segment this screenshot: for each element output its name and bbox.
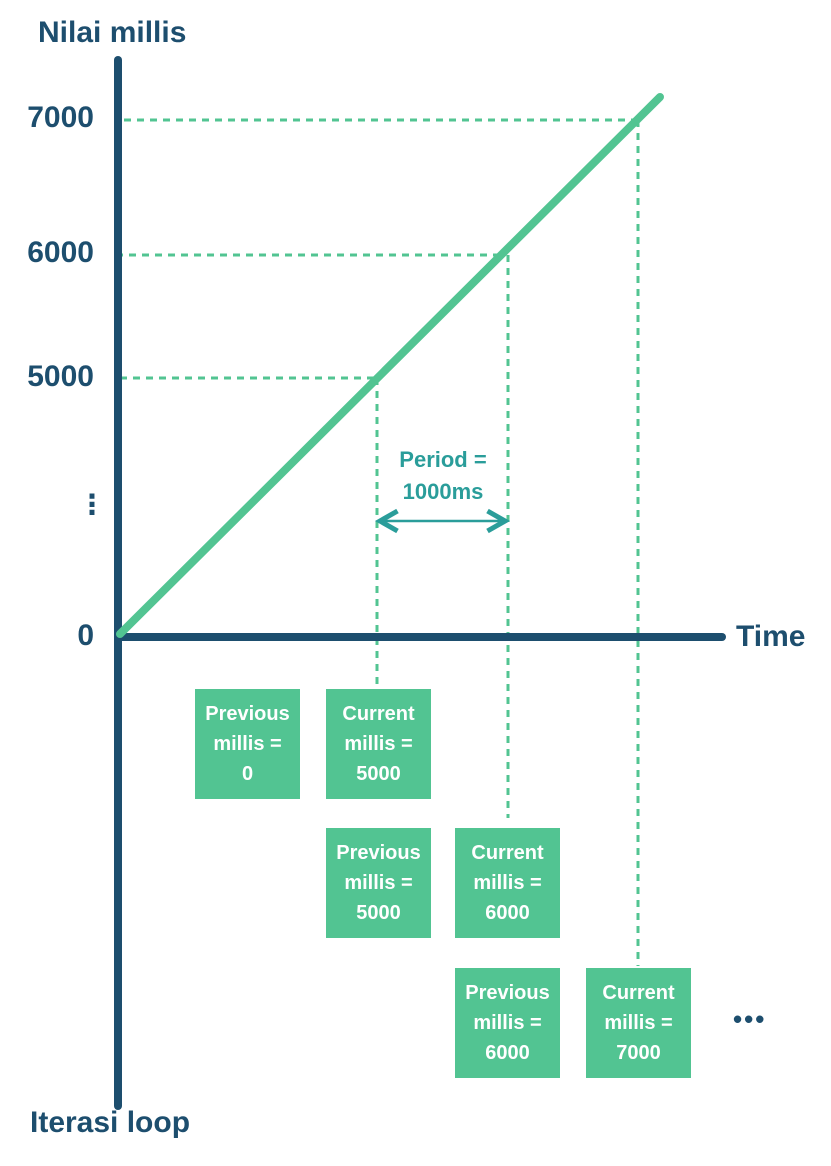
box-value: 6000 [485,1042,530,1064]
y-axis-title: Nilai millis [38,16,187,49]
box-value: 6000 [485,902,530,924]
box-line: millis = [344,733,413,755]
y-tick-7000: 7000 [27,101,94,134]
box-line: millis = [604,1012,673,1034]
box-line: Previous [205,703,290,725]
y-tick-6000: 6000 [27,236,94,269]
box-line: Current [471,842,544,864]
box-value: 0 [241,763,254,785]
continuation-ellipsis: ••• [733,1004,767,1034]
period-line2: 1000ms [402,479,484,504]
box-value: 5000 [356,902,401,924]
box-previous-6000: Previous millis = 6000 [455,968,560,1078]
box-previous-0: Previous millis = 0 [195,689,300,799]
box-line: Previous [336,842,421,864]
box-previous-5000: Previous millis = 5000 [326,828,431,938]
box-current-7000: Current millis = 7000 [586,968,691,1078]
bottom-axis-title: Iterasi loop [30,1106,191,1139]
millis-line [116,93,664,638]
y-tick-0: 0 [77,619,94,652]
period-label: Period = 1000ms [358,444,528,508]
box-current-5000: Current millis = 5000 [326,689,431,799]
box-value: 7000 [616,1042,661,1064]
box-value: 5000 [356,763,401,785]
box-current-6000: Current millis = 6000 [455,828,560,938]
box-line: millis = [344,872,413,894]
y-tick-5000: 5000 [27,360,94,393]
box-line: Current [602,982,675,1004]
box-line: millis = [473,1012,542,1034]
y-tick-ellipsis: ⋮ [78,489,106,520]
box-line: Previous [465,982,550,1004]
period-line1: Period = [399,447,487,472]
box-line: millis = [473,872,542,894]
x-axis-title: Time [736,620,806,653]
box-line: millis = [213,733,282,755]
box-line: Current [342,703,415,725]
